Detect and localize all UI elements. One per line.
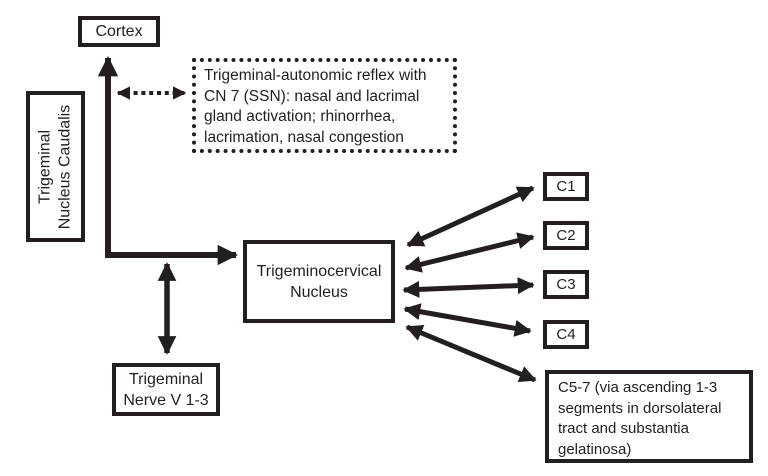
c4-node: C4	[543, 320, 589, 349]
cortex-and-tcn-elbow-arrow	[97, 55, 239, 266]
trigeminal-nucleus-caudalis-label: Trigeminal Nucleus Caudalis	[36, 104, 74, 229]
trigeminal-nucleus-caudalis-node: Trigeminal Nucleus Caudalis	[26, 91, 85, 242]
cortex-node: Cortex	[78, 16, 160, 47]
c1-label: C1	[556, 178, 576, 195]
c1-node: C1	[543, 172, 589, 201]
c5-7-label: C5-7 (via ascending 1-3 segments in dors…	[558, 379, 722, 458]
tcn-c3-arrow	[402, 277, 535, 298]
c2-label: C2	[556, 227, 576, 244]
c4-label: C4	[556, 326, 576, 343]
trigeminal-nerve-node: Trigeminal Nerve V 1-3	[112, 363, 220, 416]
tcn-c5-7-arrow	[405, 324, 537, 383]
autonomic-reflex-note-label: Trigeminal-autonomic reflex with CN 7 (S…	[204, 67, 427, 146]
trigeminocervical-nucleus-node: Trigeminocervical Nucleus	[243, 240, 395, 323]
trigeminocervical-nucleus-label: Trigeminocervical Nucleus	[256, 262, 382, 301]
c2-node: C2	[543, 221, 589, 250]
cortex-label: Cortex	[95, 23, 143, 40]
c5-7-node: C5-7 (via ascending 1-3 segments in dors…	[545, 370, 753, 463]
tcn-c4-arrow	[403, 303, 532, 337]
tcn-c1-arrow	[406, 185, 535, 248]
autonomic-reflex-note-node: Trigeminal-autonomic reflex with CN 7 (S…	[192, 58, 457, 153]
c3-node: C3	[543, 270, 589, 299]
c3-label: C3	[556, 276, 576, 293]
tcn-c2-arrow	[404, 232, 535, 273]
trigeminal-nerve-label: Trigeminal Nerve V 1-3	[123, 370, 209, 409]
